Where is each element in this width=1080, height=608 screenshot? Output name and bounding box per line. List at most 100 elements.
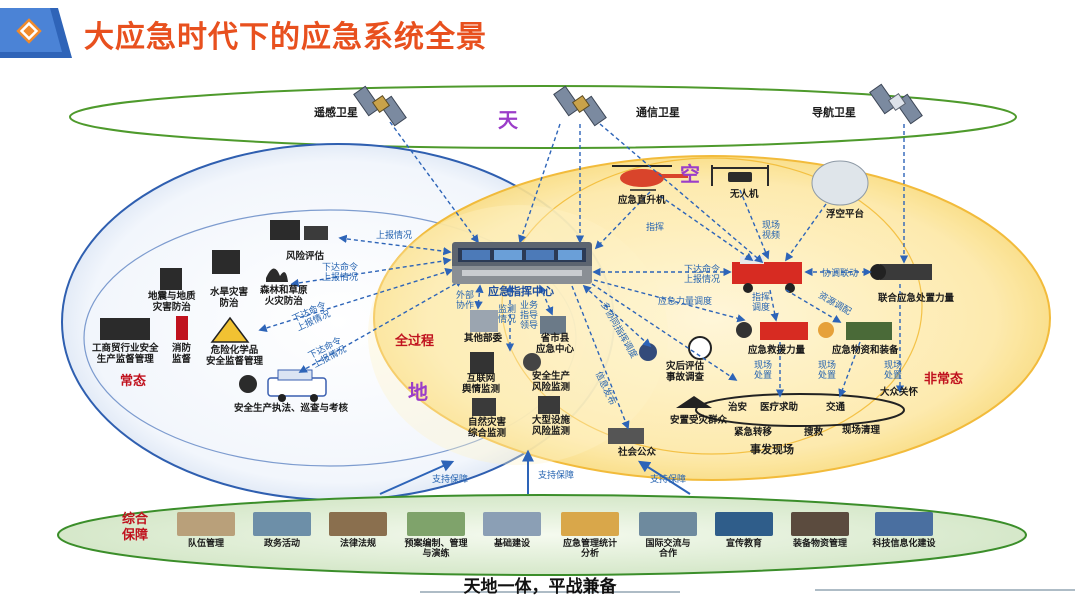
support-label-tech: 科技信息化建设 [872, 539, 936, 549]
ministry-icon [470, 310, 498, 332]
support-label-plan: 预案编制、管理 与演练 [404, 539, 468, 560]
arrow-label-onsite3: 现场 处置 [884, 361, 903, 381]
node-other-dept: 其他部委 [464, 333, 503, 344]
supply-truck-icon [846, 322, 892, 340]
arrow-label-monitor: 监测 情况 [498, 305, 517, 325]
node-search: 搜救 [804, 427, 824, 438]
phase-whole-process: 全过程 [395, 334, 435, 349]
header-graphic [0, 8, 72, 58]
node-security: 治安 [728, 402, 748, 413]
public-icon [608, 428, 644, 444]
arrow-label-outer: 外部 协作 [456, 291, 475, 311]
support-thumb-law [329, 512, 387, 536]
phase-routine: 常态 [120, 374, 147, 389]
sky-ring [69, 85, 1017, 149]
support-item-tech: 科技信息化建设 [864, 512, 944, 549]
support-label-team: 队伍管理 [187, 539, 224, 549]
node-rescue: 应急救援力量 [748, 345, 806, 356]
node-forest: 森林和草原 火灾防治 [260, 285, 308, 307]
support-thumb-infra [483, 512, 541, 536]
officer-icon [239, 375, 257, 393]
support-item-infra: 基础建设 [480, 512, 544, 549]
rescuer-icon [736, 322, 752, 338]
support-item-plan: 预案编制、管理 与演练 [404, 512, 468, 560]
arrow-label-dispatch2: 指挥 调度 [752, 293, 771, 313]
arrow-label-dispatch: 指挥 [646, 223, 665, 233]
support-thumb-team [177, 512, 235, 536]
police-car-icon [267, 369, 327, 402]
node-safety-risk: 安全生产 风险监测 [532, 371, 571, 393]
aerostat-icon [811, 160, 869, 206]
support-label-edu: 宣传教育 [725, 539, 762, 549]
support-thumb-edu [715, 512, 773, 536]
arrow-label-support2: 支持保障 [538, 471, 575, 481]
helicopter-label: 应急直升机 [618, 195, 666, 206]
node-provincial: 省市县 应急中心 [536, 333, 575, 355]
footer-slogan: 天地一体，平战兼备 [463, 577, 617, 597]
phase-support: 综合 保障 [122, 512, 149, 543]
aerostat-label: 浮空平台 [826, 209, 865, 220]
satellite-nav-icon [869, 83, 923, 125]
helicopter-icon [612, 165, 688, 191]
arrow-label-support3: 支持保障 [650, 475, 687, 485]
node-internet: 互联网 舆情监测 [462, 373, 501, 395]
node-infrastructure: 大型设施 风险监测 [532, 415, 571, 437]
node-scene: 事发现场 [750, 443, 794, 456]
command-center-image [452, 242, 592, 284]
fire-truck-icon [732, 262, 802, 284]
camera-icon [523, 353, 541, 371]
natural-icon [472, 398, 496, 416]
layer-sky: 天 [498, 108, 518, 132]
node-resettle: 安置受灾群众 [670, 415, 728, 426]
provincial-icon [540, 316, 566, 334]
worker-icon [818, 322, 834, 338]
hydrant-icon [176, 316, 188, 340]
arrow-label-coord: 协调联动 [822, 269, 859, 279]
satellite-comm-label: 通信卫星 [636, 106, 680, 119]
arrow-label-onsite2: 现场 处置 [818, 361, 837, 381]
arrow-label-onsite1: 现场 处置 [754, 361, 773, 381]
layer-air: 空 [680, 162, 700, 186]
support-item-gov: 政务活动 [250, 512, 314, 549]
support-label-gov: 政务活动 [263, 539, 300, 549]
node-enforce: 安全生产执法、巡查与考核 [234, 403, 349, 414]
support-thumb-plan [407, 512, 465, 536]
support-item-equip: 装备物资管理 [788, 512, 852, 549]
arrow-label-report: 上报情况 [376, 231, 413, 241]
satellite-comm-icon [553, 85, 607, 127]
support-item-team: 队伍管理 [174, 512, 238, 549]
drone-label: 无人机 [730, 189, 759, 200]
node-assessment: 灾后评估 事故调查 [666, 361, 705, 383]
node-care: 大众关怀 [880, 387, 919, 398]
satellite-remote-label: 遥感卫星 [314, 106, 358, 119]
tank-icon [880, 264, 932, 280]
page-title: 大应急时代下的应急系统全景 [84, 20, 487, 55]
support-item-law: 法律法规 [326, 512, 390, 549]
node-joint: 联合应急处置力量 [878, 293, 955, 304]
support-thumb-equip [791, 512, 849, 536]
command-center-label: 应急指挥中心 [488, 285, 554, 298]
inspector-icon [639, 343, 657, 361]
support-item-edu: 宣传教育 [712, 512, 776, 549]
soldier-icon [870, 264, 886, 280]
node-fire: 消防 监督 [172, 343, 192, 365]
geo-building-icon [160, 268, 182, 290]
support-thumb-stats [561, 512, 619, 536]
support-item-intl: 国际交流与 合作 [636, 512, 700, 560]
support-item-stats: 应急管理统计 分析 [558, 512, 622, 560]
support-thumb-gov [253, 512, 311, 536]
arrow-label-video: 现场 视频 [762, 221, 781, 241]
node-traffic: 交通 [826, 402, 846, 413]
support-label-intl: 国际交流与 合作 [645, 539, 691, 560]
node-industry: 工商贸行业安全 生产监督管理 [92, 343, 159, 365]
satellite-remote-icon [353, 85, 407, 127]
support-label-infra: 基础建设 [493, 539, 530, 549]
risk-building-icon [270, 220, 300, 240]
flood-icon [212, 250, 240, 274]
internet-icon [470, 352, 494, 374]
arrow-label-power: 应急力量调度 [658, 297, 713, 307]
node-evacuate: 紧急转移 [734, 427, 773, 438]
node-hazmat: 危险化学品 安全监督管理 [206, 345, 264, 367]
node-medical: 医疗求助 [760, 402, 799, 413]
